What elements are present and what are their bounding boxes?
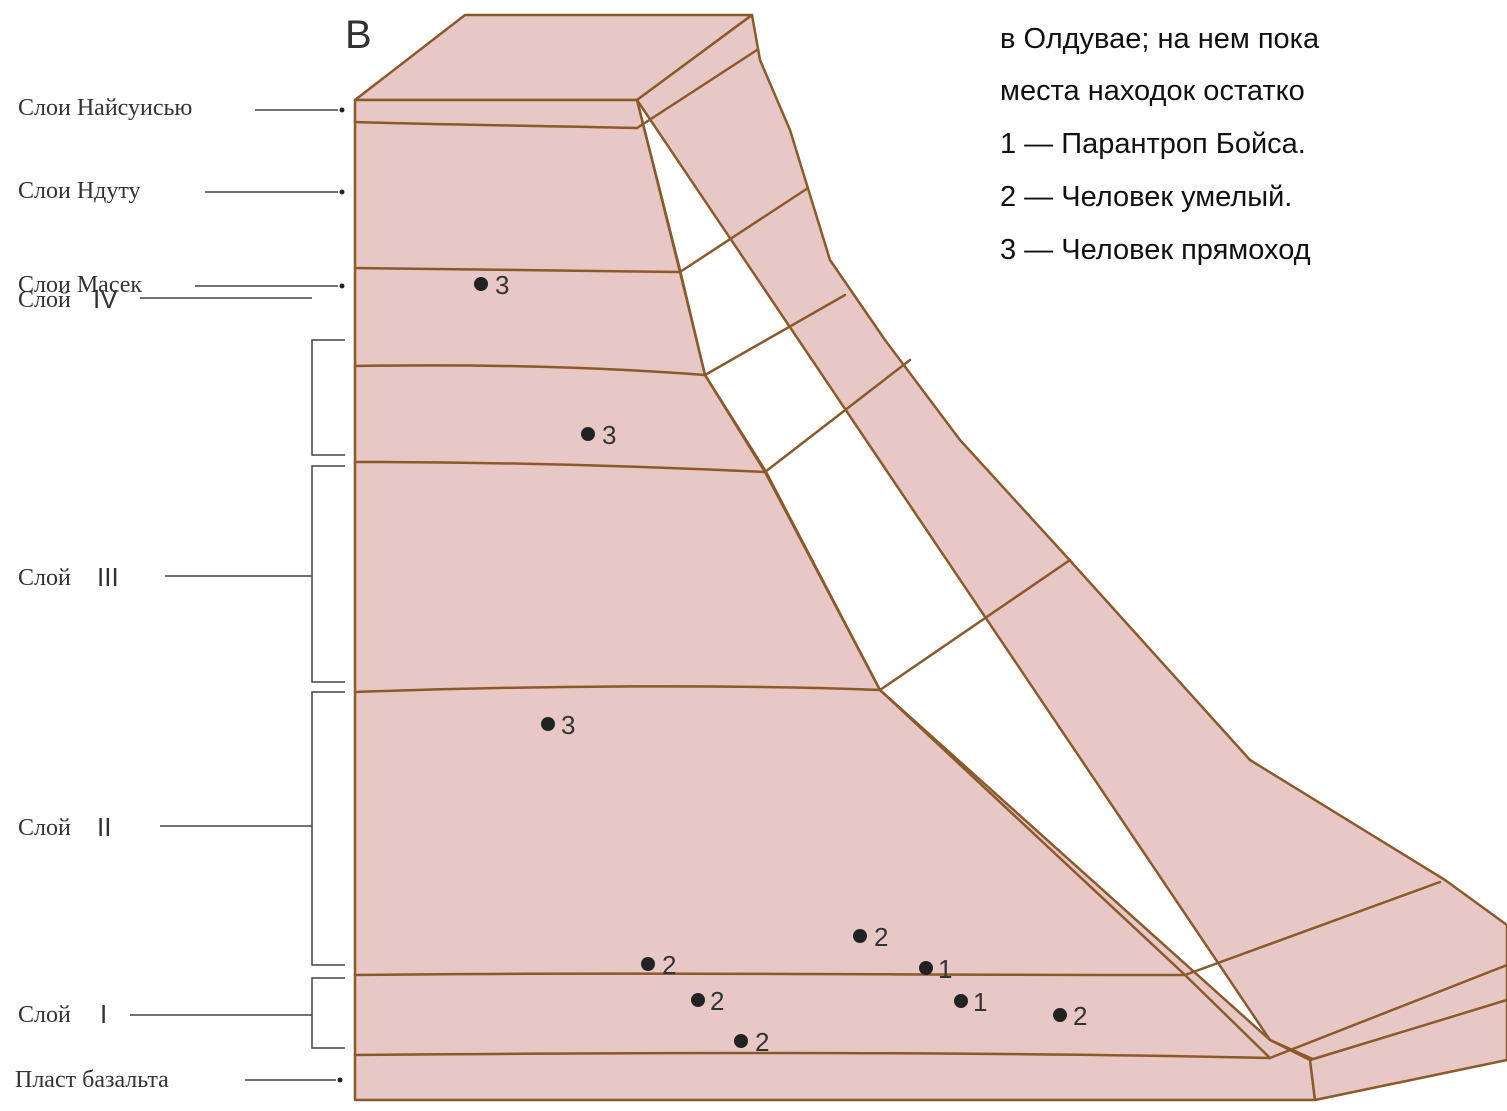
find-marker: 2 [641, 950, 676, 980]
stratum-line-i-basalt [353, 1051, 1272, 1060]
svg-text:3: 3 [495, 270, 509, 300]
find-marker: 1 [954, 987, 987, 1017]
svg-text:1: 1 [938, 954, 952, 984]
brace-bed-i [311, 977, 345, 1049]
legend-line-5: 3 — Человек прямоход [1000, 234, 1311, 266]
slope-line-4 [878, 558, 1072, 692]
label-bed-iv-numeral: IV [93, 284, 118, 314]
svg-text:1: 1 [973, 987, 987, 1017]
layer-labels: Слои Найсуисью Слои Ндуту Слои Масек Сло… [15, 95, 345, 1093]
find-marker: 2 [853, 922, 888, 952]
slope-line-1 [678, 186, 810, 274]
find-marker: 2 [1053, 1001, 1087, 1031]
basalt-slab-side [1308, 998, 1507, 1102]
find-marker: 2 [691, 986, 724, 1016]
slope-ridge-line [635, 98, 1272, 1060]
stratum-line-naisiusiu [353, 120, 639, 130]
legend-line-2: места находок остатко [1000, 75, 1305, 107]
find-marker: 1 [919, 954, 952, 984]
slope-line-6 [1268, 963, 1507, 1060]
legend-line-4: 2 — Человек умелый. [1000, 181, 1292, 213]
label-bed-ii-numeral: II [97, 812, 111, 842]
label-masek: Слои Масек [18, 272, 142, 298]
svg-text:2: 2 [1073, 1001, 1087, 1031]
front-strata-lines [353, 120, 1272, 1060]
find-marker: 3 [541, 710, 575, 740]
label-naisiusiu: Слои Найсуисью [18, 95, 192, 121]
stratum-line-iv-iii [353, 460, 767, 474]
label-bed-iv-word: Слой [18, 287, 71, 313]
slope-line-5 [1183, 880, 1442, 977]
find-marker: 3 [581, 420, 616, 450]
find-marker: 3 [474, 270, 509, 300]
svg-text:3: 3 [602, 420, 616, 450]
stratum-line-masek-iv [353, 364, 707, 377]
label-bed-i-numeral: I [100, 999, 107, 1029]
find-marker: 2 [734, 1027, 769, 1057]
label-basalt: Пласт базальта [15, 1067, 169, 1093]
stratum-line-ii-i [353, 972, 1187, 977]
find-markers: 3 3 3 2 2 1 2 1 [474, 270, 1087, 1057]
block-3d [353, 13, 1507, 1102]
slope-top-rim [635, 48, 759, 130]
slope-line-3 [763, 358, 912, 474]
brace-bed-iii [311, 465, 345, 683]
legend-line-3: 1 — Парантроп Бойса. [1000, 128, 1306, 160]
legend: в Олдувае; на нем пока места находок ост… [1000, 23, 1320, 266]
panel-letter: В [345, 13, 372, 57]
stratum-line-iii-ii [353, 685, 882, 694]
brace-bed-ii [311, 691, 345, 966]
svg-text:2: 2 [874, 922, 888, 952]
label-bed-ii-word: Слой [18, 815, 71, 841]
label-ndutu: Слои Ндуту [18, 178, 141, 204]
legend-line-1: в Олдувае; на нем пока [1000, 23, 1320, 55]
slope-line-2 [703, 293, 847, 377]
brace-bed-iv [311, 339, 345, 456]
label-bed-iii-word: Слой [18, 565, 71, 591]
stratum-line-ndutu-masek [353, 266, 682, 274]
svg-text:2: 2 [710, 986, 724, 1016]
slope-lines [635, 48, 1507, 1060]
label-bed-iii-numeral: III [97, 562, 119, 592]
label-bed-i-word: Слой [18, 1002, 71, 1028]
svg-text:2: 2 [662, 950, 676, 980]
svg-text:2: 2 [755, 1027, 769, 1057]
svg-text:3: 3 [561, 710, 575, 740]
